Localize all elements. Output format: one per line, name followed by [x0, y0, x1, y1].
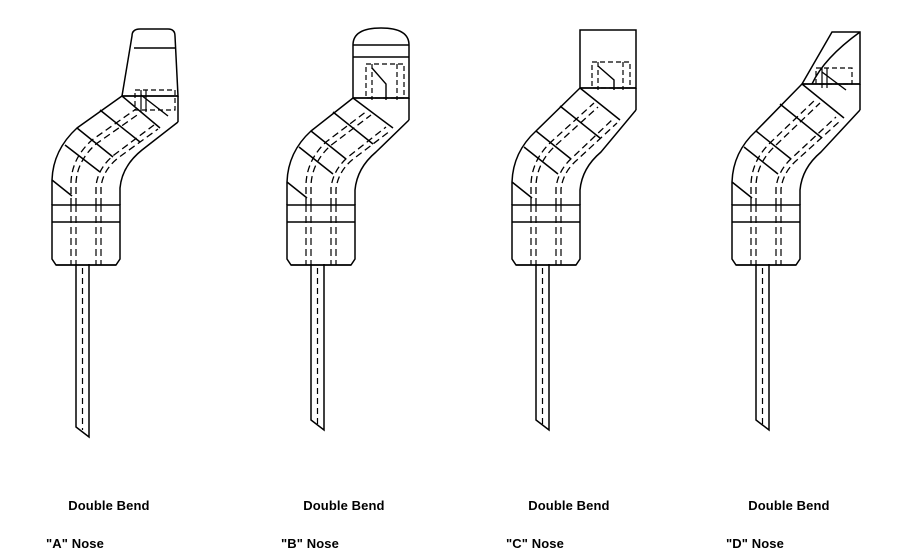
section-detail-d [815, 67, 853, 91]
caption-c-line2: "C" Nose [506, 536, 564, 550]
collar-a [51, 204, 121, 266]
shaft-c [535, 264, 550, 432]
nose-c [579, 29, 637, 89]
figure-d-drawing [731, 31, 861, 432]
figure-double-bend-c: Double Bend "C" Nose [470, 0, 700, 550]
shaft-a [75, 264, 90, 439]
internal-channel-a [70, 108, 159, 205]
figure-double-bend-d: Double Bend "D" Nose [690, 0, 900, 550]
nose-a [121, 28, 179, 97]
caption-double-bend-c: Double Bend "C" Nose [506, 477, 610, 550]
caption-c-line1: Double Bend [528, 498, 610, 513]
collar-d [731, 204, 801, 266]
caption-double-bend-b: Double Bend "B" Nose [281, 477, 385, 550]
figure-double-bend-b: Double Bend "B" Nose [245, 0, 475, 550]
bend-body-d [731, 83, 861, 205]
caption-a-line2: "A" Nose [46, 536, 104, 550]
nose-b [352, 27, 410, 99]
collar-hidden-lines-b [305, 205, 337, 265]
caption-a-line1: Double Bend [68, 498, 150, 513]
internal-channel-d [750, 98, 841, 205]
figure-double-bend-a: Double Bend "A" Nose [10, 0, 240, 550]
figure-a-drawing [51, 28, 179, 439]
section-detail-b [365, 63, 405, 100]
nose-d [800, 31, 861, 85]
caption-d-line1: Double Bend [748, 498, 830, 513]
section-detail-a [134, 89, 176, 117]
collar-hidden-lines-a [70, 205, 102, 265]
caption-d-line2: "D" Nose [726, 536, 784, 550]
shaft-d [755, 264, 770, 432]
bend-body-b [286, 97, 410, 205]
internal-channel-b [305, 110, 391, 205]
collar-c [511, 204, 581, 266]
internal-channel-c [530, 102, 618, 205]
shaft-b [310, 264, 325, 432]
caption-double-bend-d: Double Bend "D" Nose [726, 477, 830, 550]
collar-b [286, 204, 356, 266]
caption-double-bend-a: Double Bend "A" Nose [46, 477, 150, 550]
figure-c-drawing [511, 29, 637, 432]
section-detail-c [591, 61, 631, 90]
figure-b-drawing [286, 27, 410, 432]
caption-b-line1: Double Bend [303, 498, 385, 513]
collar-hidden-lines-d [750, 205, 782, 265]
collar-hidden-lines-c [530, 205, 562, 265]
caption-b-line2: "B" Nose [281, 536, 339, 550]
